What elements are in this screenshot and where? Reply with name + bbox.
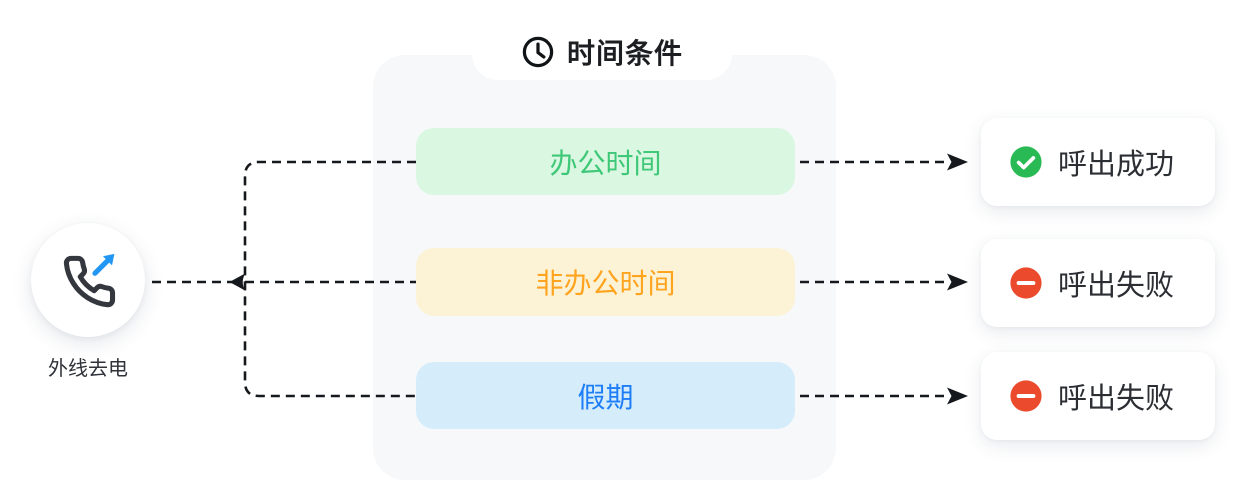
result-card-fail-1: 呼出失败 [981,239,1215,327]
condition-office-hours: 办公时间 [416,128,795,195]
phone-outgoing-icon [56,248,120,312]
panel-title: 时间条件 [472,30,732,74]
arrowhead-1 [947,153,968,171]
condition-holiday-label: 假期 [577,381,634,413]
panel-title-text: 时间条件 [566,38,683,69]
junction-arrowhead [229,273,246,291]
minus-circle-icon [1009,266,1043,300]
result-label: 呼出失败 [1058,270,1175,302]
result-card-fail-2: 呼出失败 [981,352,1215,440]
minus-circle-icon [1009,379,1043,413]
panel-title-notch [472,18,732,80]
condition-office-hours-label: 办公时间 [549,147,662,179]
arrowhead-2 [947,273,968,291]
result-label: 呼出失败 [1058,383,1175,415]
condition-holiday: 假期 [416,362,795,429]
result-label: 呼出成功 [1058,149,1175,181]
arrowhead-3 [947,387,968,405]
condition-non-office-hours-label: 非办公时间 [535,268,676,299]
result-card-success: 呼出成功 [981,118,1215,206]
check-circle-icon [1009,145,1043,179]
outbound-call-label: 外线去电 [48,358,128,380]
clock-icon [521,35,555,69]
condition-non-office-hours: 非办公时间 [416,248,795,316]
connector-branch [243,160,416,398]
outbound-call-node [31,223,145,337]
